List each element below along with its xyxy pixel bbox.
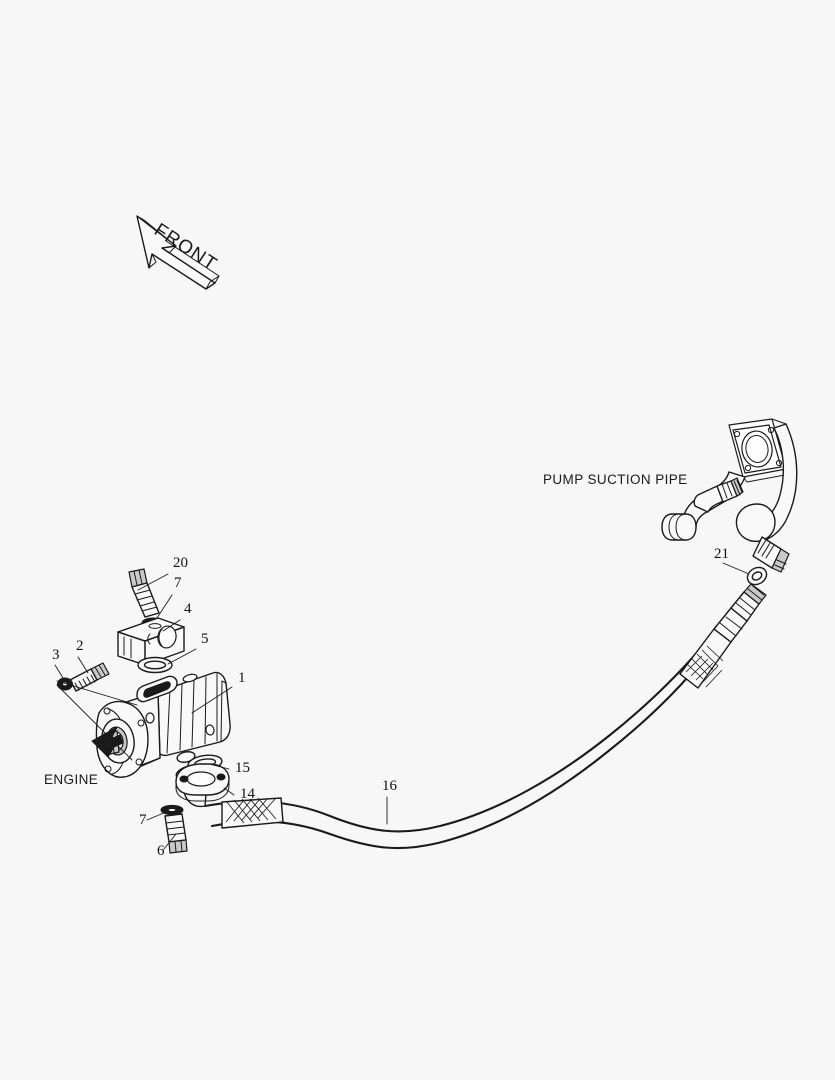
front-arrow-icon: FRONT <box>136 215 221 290</box>
callout-numbers: 1 2 3 4 5 6 7 7 14 15 16 20 21 <box>52 546 729 859</box>
callout-6: 6 <box>157 843 165 859</box>
flange-bolt-lower <box>164 813 188 854</box>
callout-20: 20 <box>173 555 188 571</box>
callout-7-upper: 7 <box>174 575 182 591</box>
callout-3: 3 <box>52 647 60 663</box>
callout-16: 16 <box>382 778 398 794</box>
callout-5: 5 <box>201 631 209 647</box>
callout-7-lower: 7 <box>139 812 147 828</box>
o-ring-port-block <box>137 656 173 674</box>
callout-21: 21 <box>714 546 729 562</box>
o-ring-pipe-fitting <box>746 566 768 586</box>
callout-14: 14 <box>240 786 256 802</box>
callout-2: 2 <box>76 638 84 654</box>
pump-suction-pipe-label: PUMP SUCTION PIPE <box>543 472 688 487</box>
engine-label: ENGINE <box>44 772 98 787</box>
callout-1: 1 <box>238 670 246 686</box>
washer-lower <box>160 804 184 816</box>
pump-suction-pipe-assembly <box>661 418 798 573</box>
callout-leaders <box>54 562 750 850</box>
hex-bolt-long <box>128 568 160 618</box>
split-flange-half <box>175 763 230 802</box>
callout-4: 4 <box>184 601 192 617</box>
socket-head-bolt <box>69 662 110 692</box>
hydraulic-gear-pump <box>95 671 231 778</box>
engine-direction-arrow-icon <box>91 726 124 758</box>
callout-15: 15 <box>235 760 250 776</box>
port-block <box>117 617 185 666</box>
suction-hose-assembly <box>175 583 767 850</box>
